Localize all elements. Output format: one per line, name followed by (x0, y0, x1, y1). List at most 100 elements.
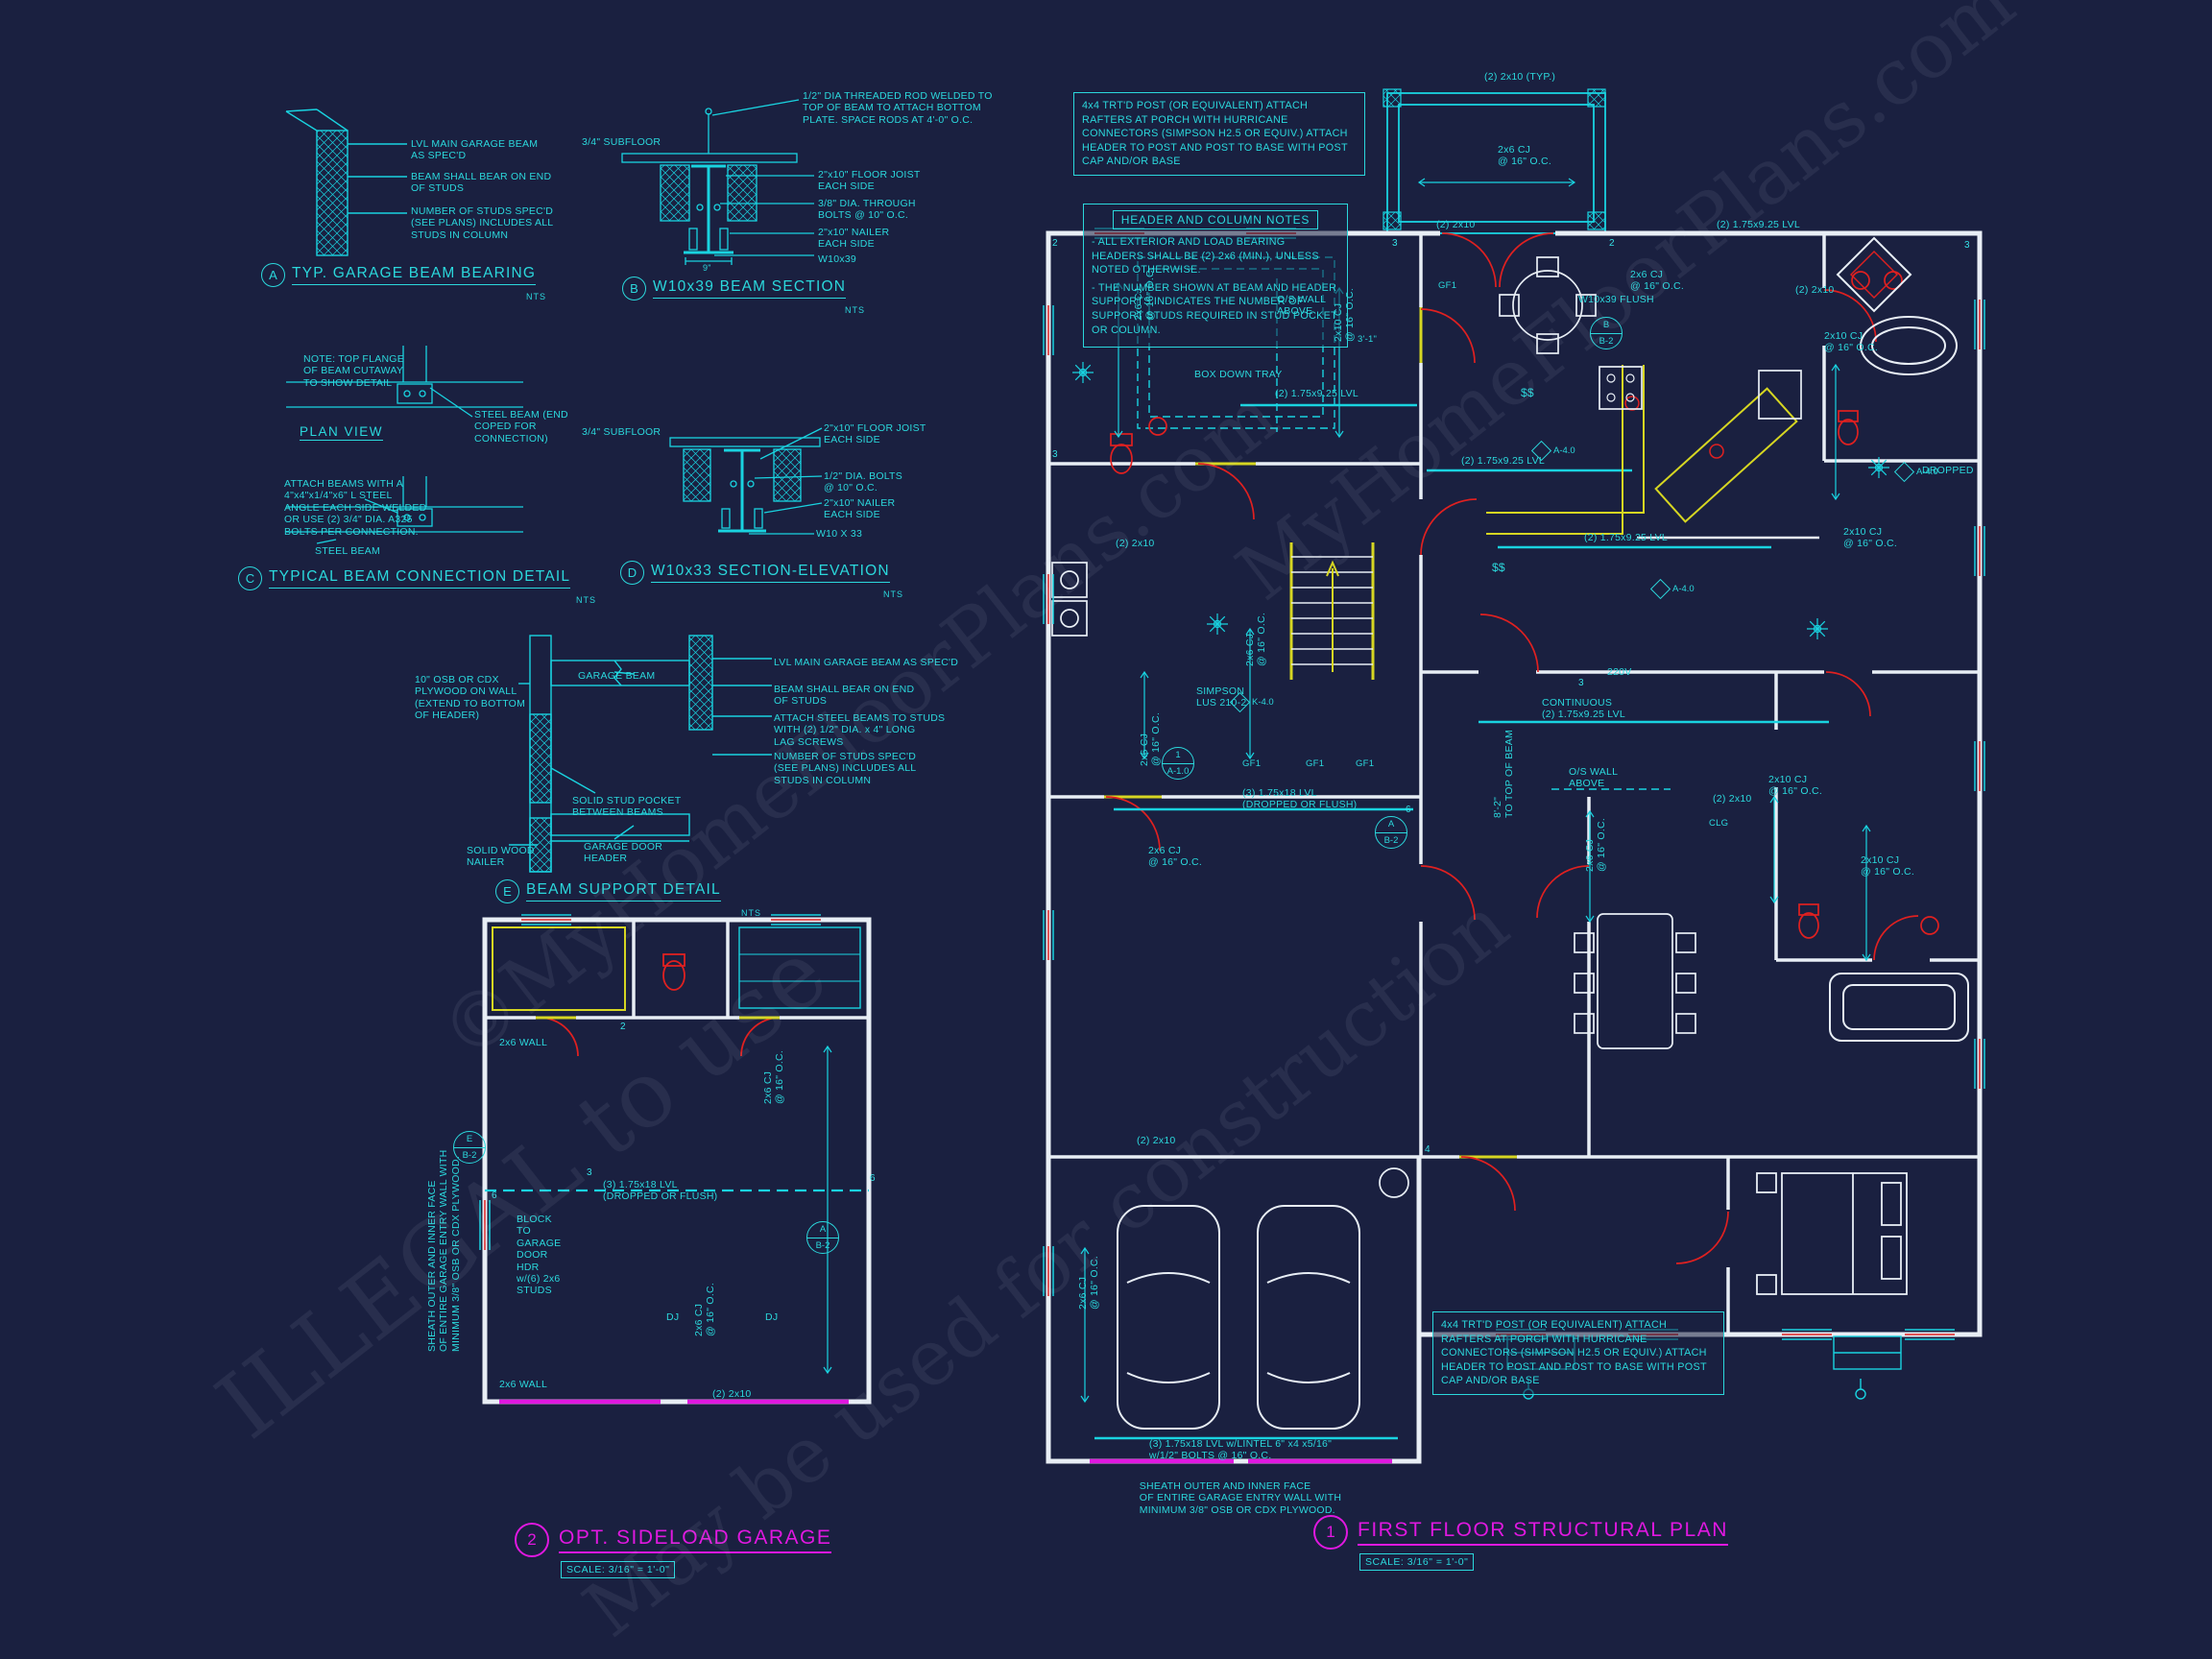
plan-2-bubble: 2 (515, 1523, 549, 1557)
ceiling-fan-icon (1072, 362, 1094, 383)
detail-e-nts: NTS (741, 908, 761, 918)
plan-label: 3 (1392, 238, 1398, 249)
plan-label: W10 X 33 (816, 528, 863, 540)
plan-label: BEAM SHALL BEAR ON END OF STUDS (411, 171, 552, 195)
plan-label: (2) 2x10 (1436, 219, 1476, 230)
keynote-diamond: K-4.0 (1229, 691, 1274, 713)
plan-2-scale: SCALE: 3/16" = 1'-0" (561, 1561, 676, 1578)
plan-2-title: 2 OPT. SIDELOAD GARAGE (515, 1523, 832, 1557)
plan-label: GF1 (1306, 758, 1325, 769)
section-marker-letter: A (1376, 817, 1407, 833)
plan-label: (3) 1.75x18 LVL (DROPPED OR FLUSH) (603, 1179, 718, 1203)
keynote-diamond: A-4.0 (1530, 440, 1575, 462)
detail-d-bubble: D (620, 561, 644, 585)
diamond-icon (1229, 691, 1251, 713)
plan-label: CLG (1709, 818, 1729, 829)
plan-label: 2"x10" NAILER EACH SIDE (818, 227, 890, 251)
plan-label: ATTACH STEEL BEAMS TO STUDS WITH (2) 1/2… (774, 712, 946, 748)
plan-label: SHEATH OUTER AND INNER FACE OF ENTIRE GA… (1139, 1480, 1342, 1516)
plan-label: LVL MAIN GARAGE BEAM AS SPEC'D (774, 657, 959, 668)
detail-d-drawing (669, 427, 823, 535)
plan-label: 3 (1964, 240, 1970, 251)
plan-label: 2x6 CJ @ 16" O.C. (1077, 1256, 1101, 1310)
plan-label: 6 (492, 1190, 497, 1201)
diamond-icon (1893, 461, 1915, 483)
plan-label: 2x6 WALL (499, 1037, 548, 1048)
diamond-icon (1649, 578, 1671, 600)
header-notes-line: - ALL EXTERIOR AND LOAD BEARING HEADERS … (1092, 236, 1319, 276)
keynote-diamond: A-4.0 (1649, 578, 1695, 600)
section-marker-ref: B-2 (462, 1149, 477, 1161)
detail-e-bubble: E (495, 879, 519, 903)
plan-label: 2x6 CJ @ 16" O.C. (1584, 818, 1608, 872)
plan-label: 4 (1425, 1144, 1431, 1155)
plan-label: $$ (1492, 561, 1505, 574)
plan-label: 220V (1607, 666, 1632, 678)
plan-label: 3 (1052, 449, 1058, 460)
detail-b-drawing (621, 99, 814, 265)
plan-label: 2x6 CJ @ 16" O.C. (1244, 613, 1268, 666)
diamond-label: A-4.0 (1916, 467, 1938, 477)
sideload-garage-drawing (482, 917, 872, 1405)
post-note-bottom: 4x4 TRT'D POST (OR EQUIVALENT) ATTACH RA… (1432, 1311, 1724, 1395)
plan-label: 8'-2" TO TOP OF BEAM (1492, 730, 1516, 818)
plan-label: 2"x10" FLOOR JOIST EACH SIDE (818, 169, 921, 193)
plan-label: DJ (765, 1311, 779, 1323)
post-note-top: 4x4 TRT'D POST (OR EQUIVALENT) ATTACH RA… (1073, 92, 1365, 176)
plan-1-scale: SCALE: 3/16" = 1'-0" (1359, 1553, 1475, 1571)
plan-label: 10" OSB OR CDX PLYWOOD ON WALL (EXTEND T… (415, 674, 526, 722)
plan-label: 1/2" DIA. BOLTS @ 10" O.C. (824, 470, 902, 494)
detail-b-title: B W10x39 BEAM SECTION (622, 276, 847, 301)
plan-label: 2 (620, 1022, 626, 1032)
plan-label: (2) 2x10 (712, 1388, 752, 1400)
detail-c-bubble: C (238, 566, 262, 590)
diamond-icon (1530, 440, 1552, 462)
section-marker-ref: A-1.0 (1166, 765, 1190, 777)
plan-label: GF1 (1438, 280, 1457, 291)
plan-label: (3) 1.75x18 LVL w/LINTEL 6" x4 x5/16" w/… (1148, 1438, 1333, 1462)
plan-label: LVL MAIN GARAGE BEAM AS SPEC'D (411, 138, 539, 162)
generated-symbols (479, 178, 1985, 1404)
plan-label: (3) 1.75x18 LVL (DROPPED OR FLUSH) (1242, 787, 1358, 811)
plan-label: O/S WALL ABOVE (1569, 766, 1619, 790)
detail-c-title: C TYPICAL BEAM CONNECTION DETAIL (238, 566, 571, 590)
plan-label: 2"x10" FLOOR JOIST EACH SIDE (824, 422, 926, 446)
plan-label: 2x6 CJ @ 16" O.C. (1630, 269, 1684, 293)
section-marker-letter: A (807, 1222, 838, 1238)
plan-label: GF1 (1242, 758, 1262, 769)
plan-label: BOX DOWN TRAY (1194, 369, 1283, 380)
detail-d-nts: NTS (883, 589, 903, 599)
plan-label: NUMBER OF STUDS SPEC'D (SEE PLANS) INCLU… (411, 205, 554, 241)
plan-label: 3 (1578, 678, 1584, 688)
plan-label: 2"x10" NAILER EACH SIDE (824, 497, 896, 521)
header-notes-line: - THE NUMBER SHOWN AT BEAM AND HEADER SU… (1092, 281, 1337, 336)
ceiling-fan-icon (1868, 457, 1889, 478)
plan-label: 6 (870, 1173, 876, 1184)
plan-1-title: 1 FIRST FLOOR STRUCTURAL PLAN (1313, 1515, 1728, 1550)
plan-label: (2) 2x10 (1795, 284, 1835, 296)
plan-label: (2) 2x10 (TYP.) (1484, 71, 1556, 83)
plan-label: SOLID WOOD NAILER (467, 845, 535, 869)
detail-b-nts: NTS (845, 305, 865, 315)
detail-a-title: A TYP. GARAGE BEAM BEARING (261, 263, 537, 287)
plan-label: O/S WALL ABOVE (1277, 294, 1327, 318)
plan-label: 3/4" SUBFLOOR (582, 426, 661, 438)
plan-label: 2x6 CJ @ 16" O.C. (1148, 845, 1202, 869)
ceiling-fan-icon (1807, 618, 1828, 639)
section-marker-letter: E (454, 1132, 485, 1148)
section-marker-ref: B-2 (1599, 335, 1614, 347)
diamond-label: A-4.0 (1672, 584, 1695, 594)
detail-a-nts: NTS (526, 292, 546, 301)
plan-label: 3'-1" (1358, 334, 1378, 345)
plan-label: NUMBER OF STUDS SPEC'D (SEE PLANS) INCLU… (774, 751, 917, 786)
plan-label: (2) 1.75x9.25 LVL (1717, 219, 1800, 230)
plan-label: SOLID STUD POCKET BETWEEN BEAMS (572, 795, 682, 819)
plan-label: STEEL BEAM (315, 545, 381, 557)
plan-label: (2) 1.75x9.25 LVL (1461, 455, 1545, 467)
detail-e-drawing (509, 635, 772, 873)
diamond-label: K-4.0 (1252, 697, 1274, 708)
